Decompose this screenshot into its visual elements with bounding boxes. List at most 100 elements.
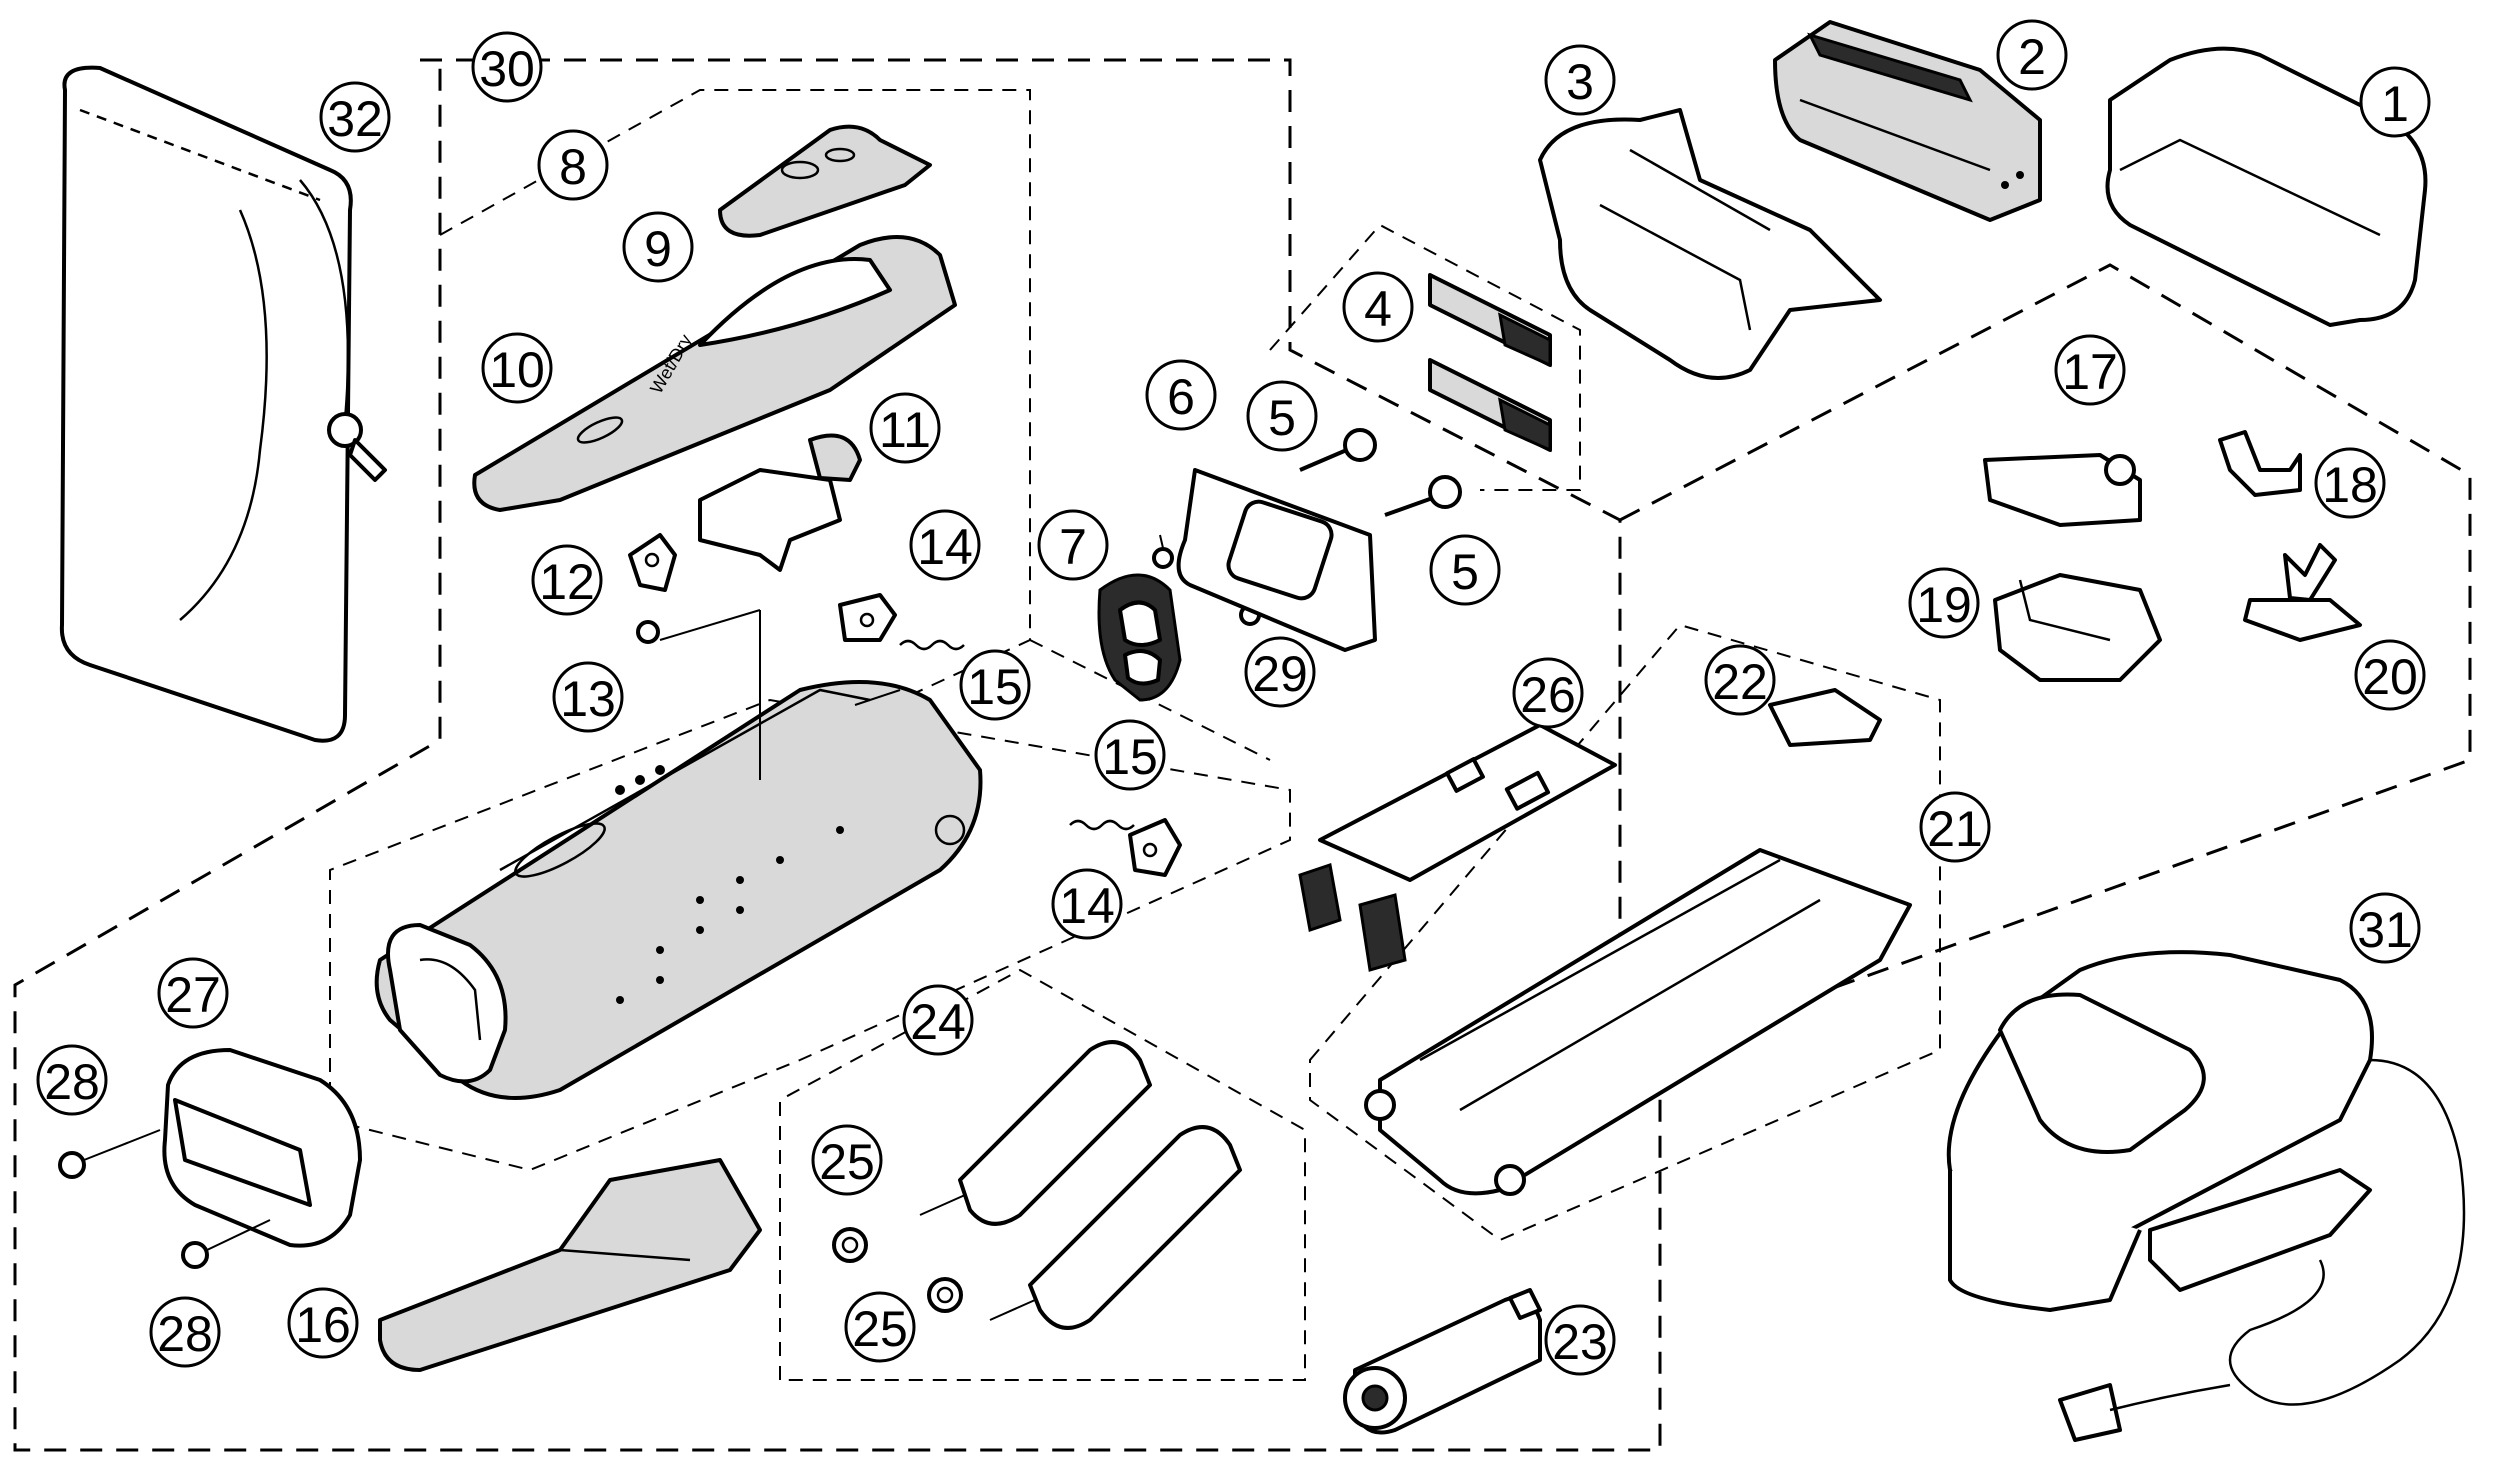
group-outlines — [13, 58, 2472, 1452]
battery-ring-upper-part — [832, 1227, 868, 1263]
callout-32: 32 — [319, 81, 391, 153]
callout-16: 16 — [287, 1287, 359, 1359]
svg-text:5: 5 — [1451, 544, 1479, 600]
pcb-group-outline — [1029, 639, 1271, 761]
callout-21: 21 — [1919, 791, 1991, 863]
callout-19: 19 — [1908, 567, 1980, 639]
insert-plate-part — [378, 1158, 762, 1372]
svg-text:15: 15 — [1102, 729, 1158, 785]
svg-text:28: 28 — [157, 1306, 213, 1362]
callout-14b: 14 — [1051, 868, 1123, 940]
hook-part-18 — [2218, 430, 2302, 497]
callout-25b: 25 — [844, 1291, 916, 1363]
callout-7: 7 — [1037, 509, 1109, 581]
svg-text:9: 9 — [644, 221, 672, 277]
spring-lower-part — [1069, 819, 1135, 831]
screw-upper-part — [1299, 428, 1377, 472]
svg-text:21: 21 — [1927, 801, 1983, 857]
o-ring-part — [636, 620, 660, 644]
svg-text:13: 13 — [560, 671, 616, 727]
switch-panel-part: Wet/Dry — [472, 235, 957, 512]
callout-13: 13 — [552, 661, 624, 733]
seal-part — [1097, 573, 1182, 702]
spring-cap-upper-part — [838, 593, 897, 642]
motor-part — [1343, 1288, 1542, 1435]
callout-25a: 25 — [811, 1124, 883, 1196]
callout-3: 3 — [1544, 44, 1616, 116]
svg-text:11: 11 — [879, 402, 931, 458]
svg-text:17: 17 — [2062, 344, 2118, 400]
washer-part — [1152, 547, 1174, 569]
svg-text:16: 16 — [295, 1297, 351, 1353]
drive-part-19 — [1993, 573, 2162, 682]
clip-part-20 — [2243, 543, 2362, 642]
callout-31: 31 — [2349, 892, 2421, 964]
frame-group-outline — [1309, 623, 1941, 1242]
bottom-screw-lower-part — [181, 1219, 271, 1269]
inner-blade-upper-part — [1428, 273, 1552, 368]
callout-29: 29 — [1244, 636, 1316, 708]
chassis-frame-part — [1364, 848, 1912, 1196]
callout-20: 20 — [2354, 639, 2426, 711]
main-body-group-outline — [13, 58, 1662, 1452]
circuit-board-part — [1298, 723, 1617, 972]
svg-text:6: 6 — [1167, 369, 1195, 425]
callout-2: 2 — [1996, 19, 2068, 91]
mount-plate-part — [1176, 468, 1377, 652]
callout-1: 1 — [2359, 66, 2431, 138]
battery-upper-part — [919, 1040, 1152, 1226]
callout-24: 24 — [902, 984, 974, 1056]
svg-text:26: 26 — [1520, 667, 1576, 723]
svg-text:20: 20 — [2362, 649, 2418, 705]
svg-text:32: 32 — [327, 91, 383, 147]
svg-text:12: 12 — [539, 554, 595, 610]
charging-stand-part — [1946, 950, 2466, 1442]
svg-text:3: 3 — [1566, 54, 1594, 110]
callout-15a: 15 — [959, 649, 1031, 721]
outer-frame-part — [1538, 108, 1882, 380]
battery-ring-lower-part — [927, 1277, 963, 1313]
leader-lines — [659, 534, 1164, 780]
svg-text:30: 30 — [479, 41, 535, 97]
callout-18: 18 — [2314, 447, 2386, 519]
callout-26: 26 — [1512, 657, 1584, 729]
callout-10: 10 — [481, 332, 553, 404]
callout-22: 22 — [1704, 644, 1776, 716]
svg-text:5: 5 — [1268, 390, 1296, 446]
spring-upper-part — [899, 639, 965, 651]
svg-text:8: 8 — [559, 139, 587, 195]
callout-11: 11 — [869, 392, 941, 464]
drive-part-17 — [1983, 453, 2142, 527]
svg-text:28: 28 — [44, 1054, 100, 1110]
svg-text:25: 25 — [852, 1301, 908, 1357]
bottom-screw-upper-part — [58, 1129, 161, 1179]
bottom-cap-part — [162, 1048, 362, 1248]
svg-text:1: 1 — [2381, 76, 2409, 132]
svg-text:23: 23 — [1552, 1314, 1608, 1370]
callout-12: 12 — [531, 544, 603, 616]
svg-text:25: 25 — [819, 1134, 875, 1190]
protective-cap-part — [2105, 46, 2428, 327]
button-cover-part — [718, 124, 932, 238]
callout-30: 30 — [471, 31, 543, 103]
callout-14a: 14 — [909, 509, 981, 581]
callout-4: 4 — [1342, 271, 1414, 343]
svg-text:27: 27 — [165, 967, 221, 1023]
callouts: 1 2 3 4 5 5 6 7 8 9 10 11 12 13 14 14 15… — [36, 19, 2431, 1376]
spring-cap-lower-part — [1128, 818, 1182, 877]
callout-8: 8 — [537, 129, 609, 201]
svg-text:4: 4 — [1364, 281, 1392, 337]
callout-28a: 28 — [36, 1044, 108, 1116]
callout-15b: 15 — [1094, 719, 1166, 791]
svg-text:24: 24 — [910, 994, 966, 1050]
callout-23: 23 — [1544, 1304, 1616, 1376]
inner-blade-lower-part — [1428, 358, 1552, 453]
callout-9: 9 — [622, 211, 694, 283]
svg-text:2: 2 — [2018, 29, 2046, 85]
head-assembly-part — [1773, 20, 2042, 222]
callout-5a: 5 — [1246, 380, 1318, 452]
switch-knob-part — [698, 433, 862, 572]
latch-part — [628, 533, 677, 592]
svg-text:31: 31 — [2357, 902, 2413, 958]
